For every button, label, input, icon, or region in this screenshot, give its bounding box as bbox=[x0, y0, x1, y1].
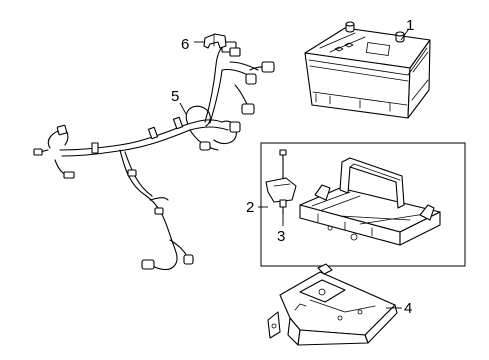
callout-4: 4 bbox=[404, 300, 412, 317]
callout-1: 1 bbox=[406, 17, 414, 34]
tray-assembly-box bbox=[260, 142, 466, 267]
battery-tray bbox=[299, 157, 441, 246]
wiring-harness bbox=[33, 41, 275, 271]
callout-6: 6 bbox=[181, 36, 189, 53]
leader-lines bbox=[179, 29, 409, 309]
callout-3: 3 bbox=[277, 228, 285, 245]
callout-2: 2 bbox=[246, 199, 254, 216]
bracket bbox=[267, 263, 398, 346]
clip bbox=[203, 33, 227, 49]
callout-5: 5 bbox=[171, 88, 179, 105]
battery bbox=[304, 21, 431, 119]
hold-down-bolt bbox=[265, 149, 297, 215]
